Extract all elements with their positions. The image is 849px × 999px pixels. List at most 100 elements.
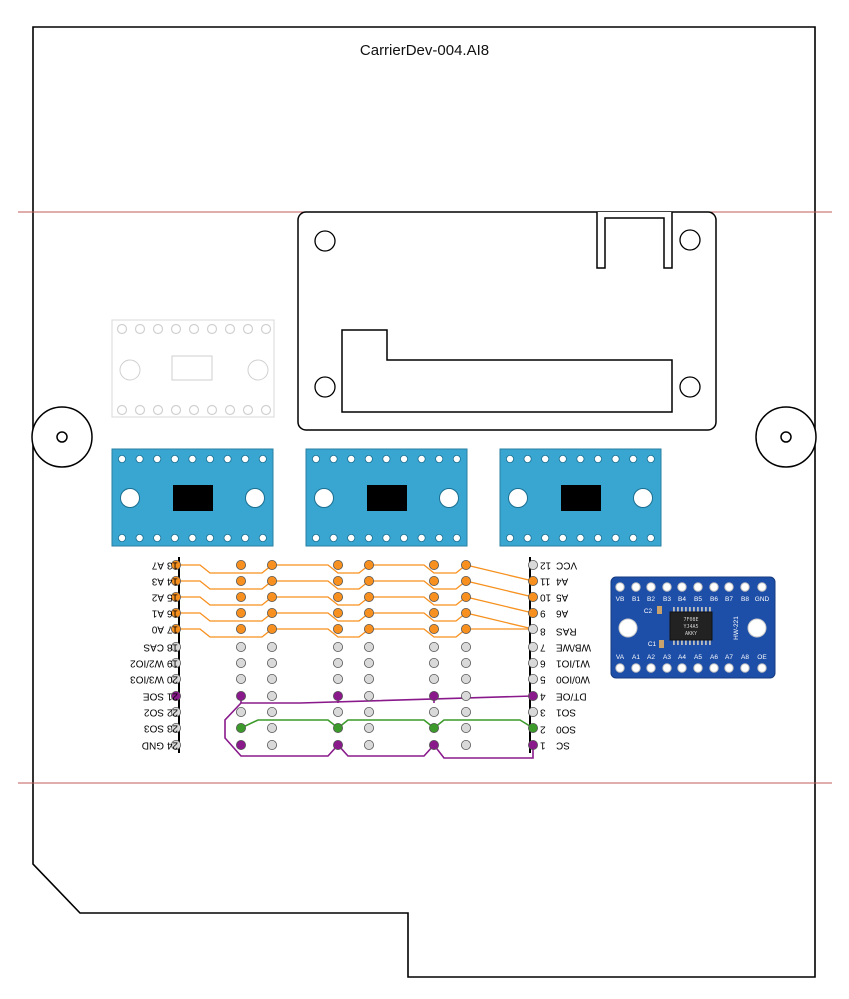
pad (460, 674, 471, 685)
pad (428, 691, 439, 702)
chip-leg (705, 639, 707, 645)
breakout-pad (505, 534, 514, 543)
chip-leg (681, 639, 683, 645)
breakout-pad (223, 534, 232, 543)
left-pin-label: 18 (166, 641, 178, 652)
chip-leg (697, 639, 699, 645)
mount-hole-left (31, 406, 93, 468)
green-trace (240, 719, 534, 730)
pad (235, 691, 246, 702)
chip-leg (685, 639, 687, 645)
breakout-pad (311, 534, 320, 543)
left-pin-label: SO3 (144, 722, 164, 733)
orange-trace (176, 564, 534, 582)
breakout-pad (452, 454, 461, 463)
pad (235, 707, 246, 718)
pad (460, 642, 471, 653)
breakout-pad (576, 454, 585, 463)
faded-module-footprint (111, 319, 275, 418)
ls-pin (740, 582, 750, 592)
left-pin-label: 23 (166, 722, 178, 733)
chip-leg (673, 607, 675, 613)
pad (460, 560, 471, 571)
ls-pin (693, 663, 703, 673)
left-header-pad (170, 691, 181, 702)
chip-leg (681, 607, 683, 613)
breakout-pad (382, 454, 391, 463)
left-pin-label: 14 (166, 575, 178, 586)
breakout-pad (594, 454, 603, 463)
pad (363, 740, 374, 751)
breakout-pad (118, 454, 127, 463)
ls-pin (724, 663, 734, 673)
right-header-pad (528, 674, 539, 685)
pad (428, 723, 439, 734)
chip-marking: YJ4A5 (683, 624, 698, 630)
breakout-pad (382, 534, 391, 543)
pad (332, 674, 343, 685)
chip-leg (689, 639, 691, 645)
left-header-pad (170, 658, 181, 669)
breakout-pad (541, 454, 550, 463)
breakout-pad (258, 534, 267, 543)
ls-top-label: B8 (741, 596, 749, 603)
pad (235, 608, 246, 619)
ls-bottom-label: OE (757, 654, 767, 661)
right-pin-label: SO1 (556, 706, 576, 717)
pad (428, 642, 439, 653)
right-pin-label: 2 (540, 723, 546, 734)
left-header-pad (170, 723, 181, 734)
pad (332, 707, 343, 718)
pad (428, 658, 439, 669)
breakout-pad (435, 454, 444, 463)
pad (266, 624, 277, 635)
ls-bottom-label: A6 (710, 654, 718, 661)
main-module-outline (297, 211, 717, 431)
left-pin-label: A3 (151, 575, 164, 586)
pad (266, 560, 277, 571)
left-pin-label: 19 (166, 657, 178, 668)
pad (460, 723, 471, 734)
breakout-pad (646, 454, 655, 463)
pad (266, 592, 277, 603)
breakout-pad (329, 454, 338, 463)
pad (428, 624, 439, 635)
left-header-pad (170, 707, 181, 718)
chip-leg (701, 607, 703, 613)
pad (332, 723, 343, 734)
right-header-pad (528, 740, 539, 751)
ls-top-label: B4 (678, 596, 686, 603)
chip-leg (709, 607, 711, 613)
pad (266, 642, 277, 653)
breakout-mount-hole (439, 488, 459, 508)
orange-trace (176, 596, 534, 614)
right-pin-label: W1/IO1 (556, 657, 590, 668)
ls-bottom-label: A1 (632, 654, 640, 661)
right-header-pad (528, 723, 539, 734)
pad (460, 658, 471, 669)
left-pin-label: A2 (151, 591, 164, 602)
pad (332, 608, 343, 619)
breakout-pad (311, 454, 320, 463)
breakout-pad (364, 454, 373, 463)
right-pin-label: 5 (540, 673, 546, 684)
pad (428, 560, 439, 571)
right-pin-label: A5 (556, 591, 569, 602)
ghost-pad (206, 404, 218, 416)
right-header-pad (528, 642, 539, 653)
pad (332, 624, 343, 635)
breakout-boards (111, 448, 662, 547)
ghost-pad (224, 323, 236, 335)
level-shifter-bottom-labels: VA A1 A2 A3 A4 A5 A6 A7 A8 OE (616, 654, 767, 661)
ls-pin (615, 663, 625, 673)
ls-bottom-label: A8 (741, 654, 749, 661)
right-pin-label: 7 (540, 641, 546, 652)
ls-bottom-label: A5 (694, 654, 702, 661)
ls-bottom-label: A7 (725, 654, 733, 661)
left-header-pad (170, 740, 181, 751)
breakout-pad (523, 454, 532, 463)
right-header-pad (528, 608, 539, 619)
left-pin-label: SOE (143, 690, 164, 701)
orange-trace (176, 612, 534, 630)
